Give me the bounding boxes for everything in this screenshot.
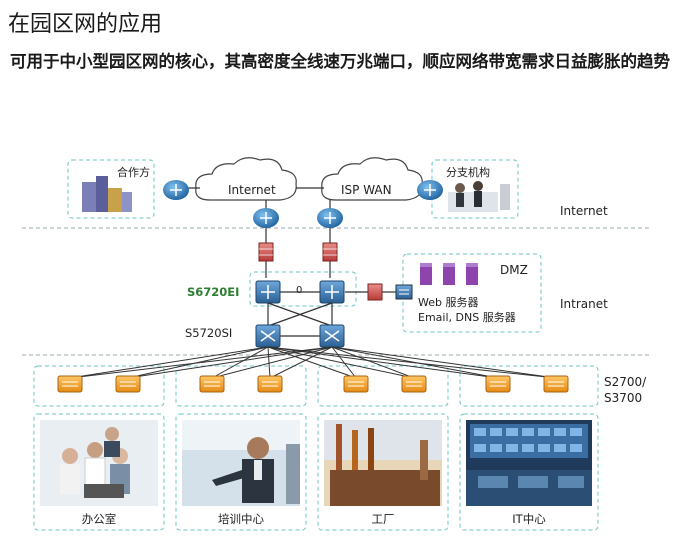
internet-cloud <box>195 157 297 201</box>
access-switch-icon <box>543 375 569 393</box>
dmz-label: DMZ <box>500 263 528 277</box>
access-model-label-2: S3700 <box>604 391 643 405</box>
access-switch-icon <box>115 375 141 393</box>
agg-model-label: S5720SI <box>185 326 233 340</box>
access-switch-icon <box>343 375 369 393</box>
branch-label: 分支机构 <box>446 166 490 179</box>
office-photo <box>40 420 158 506</box>
branch-router-icon <box>417 180 443 200</box>
it-center-photo <box>466 420 592 506</box>
isp-wan-label: ISP WAN <box>341 183 392 197</box>
access-model-label-1: S2700/ <box>604 375 647 389</box>
site-label-factory: 工厂 <box>371 512 395 526</box>
internet-zone-label: Internet <box>560 204 608 218</box>
partner-buildings-icon <box>82 176 132 212</box>
access-box-factory <box>317 365 449 407</box>
dmz-switch-icon <box>395 284 413 300</box>
internet-router-icon <box>253 208 279 228</box>
firewall-left-icon <box>258 242 274 262</box>
training-photo <box>182 420 300 506</box>
access-switch-icon <box>57 375 83 393</box>
core-switch-right-icon <box>319 280 345 304</box>
core-switch-left-icon <box>255 280 281 304</box>
agg-switch-right-icon <box>319 324 345 348</box>
page-subtitle: 可用于中小型园区网的核心，其高密度全线速万兆端口，顺应网络带宽需求日益膨胀的趋势 <box>10 52 670 71</box>
dmz-web-label: Web 服务器 <box>418 296 479 309</box>
partner-router-icon <box>163 180 189 200</box>
factory-photo <box>324 420 442 506</box>
site-label-office: 办公室 <box>81 512 117 526</box>
firewall-right-icon <box>322 242 338 262</box>
access-switch-icon <box>257 375 283 393</box>
core-model-label: S6720EI <box>187 285 240 299</box>
branch-people-icon <box>448 181 510 212</box>
dmz-box <box>402 253 542 333</box>
access-switch-icon <box>199 375 225 393</box>
agg-switch-left-icon <box>255 324 281 348</box>
dmz-email-label: Email, DNS 服务器 <box>418 311 516 324</box>
wan-router-icon <box>317 208 343 228</box>
core-stack-box <box>249 271 357 307</box>
intranet-zone-label: Intranet <box>560 297 608 311</box>
access-box-training <box>175 365 307 407</box>
access-switch-icon <box>485 375 511 393</box>
dmz-firewall-icon <box>367 283 383 301</box>
dmz-servers-icon <box>420 263 478 285</box>
access-box-office <box>33 365 165 407</box>
site-label-it: IT中心 <box>512 512 546 526</box>
access-switch-icon <box>401 375 427 393</box>
access-box-it <box>459 365 599 407</box>
site-label-training: 培训中心 <box>218 512 264 526</box>
page-title: 在园区网的应用 <box>8 12 163 37</box>
partner-label: 合作方 <box>117 166 150 179</box>
stack-label: 0 <box>296 285 303 296</box>
internet-cloud-label: Internet <box>228 183 276 197</box>
